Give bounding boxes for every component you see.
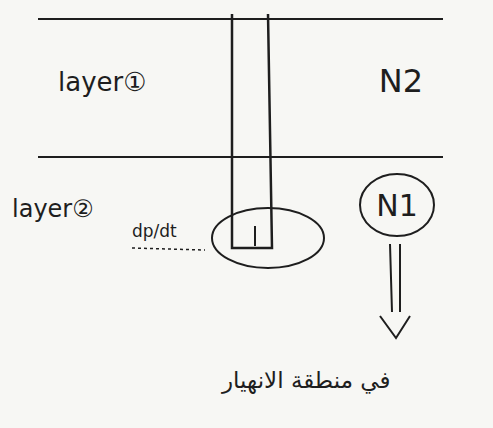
zone-circle: N1 [358,172,436,238]
leader-line [132,248,205,250]
node-text: N2 [379,64,423,99]
node-text: N1 [376,189,418,222]
arrow-shaft [390,244,400,312]
circle-outline [360,174,434,236]
damage-zone [212,208,324,268]
layer-band: layer① N2 [38,18,443,158]
note-text: في منطقة الانهيار [222,368,390,393]
rate-label: dp/dt [130,222,179,241]
layer-label: layer② [12,196,94,222]
well-bottom [254,226,256,246]
arrow-head [380,316,410,338]
node-text: layer① [58,68,147,97]
